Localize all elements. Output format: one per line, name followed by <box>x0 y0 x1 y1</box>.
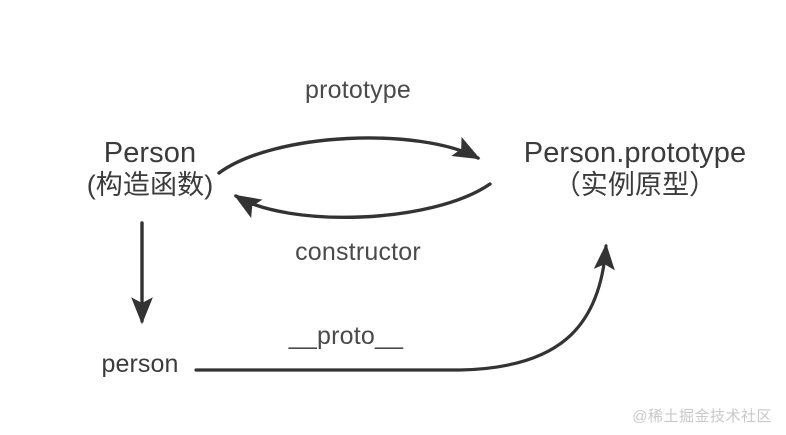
node-person-instance: person <box>60 350 220 380</box>
node-person-constructor-title: Person <box>103 137 197 169</box>
node-person-constructor-subtitle: (构造函数) <box>86 170 214 201</box>
edge-label-prototype: prototype <box>304 76 412 104</box>
edge-prototype-arrow <box>217 136 481 175</box>
node-person-prototype-subtitle: （实例原型） <box>553 170 717 201</box>
watermark-text: @稀土掘金技术社区 <box>632 408 772 425</box>
node-person-constructor: Person (构造函数) <box>40 136 260 202</box>
edge-label-proto: __proto__ <box>288 322 404 350</box>
node-person-prototype: Person.prototype （实例原型） <box>490 136 780 202</box>
edge-label-constructor: constructor <box>295 238 421 266</box>
edge-constructor-arrow <box>233 182 492 219</box>
node-person-instance-title: person <box>101 350 179 378</box>
node-person-prototype-title: Person.prototype <box>523 137 747 169</box>
edge-proto-arrow <box>194 243 615 372</box>
